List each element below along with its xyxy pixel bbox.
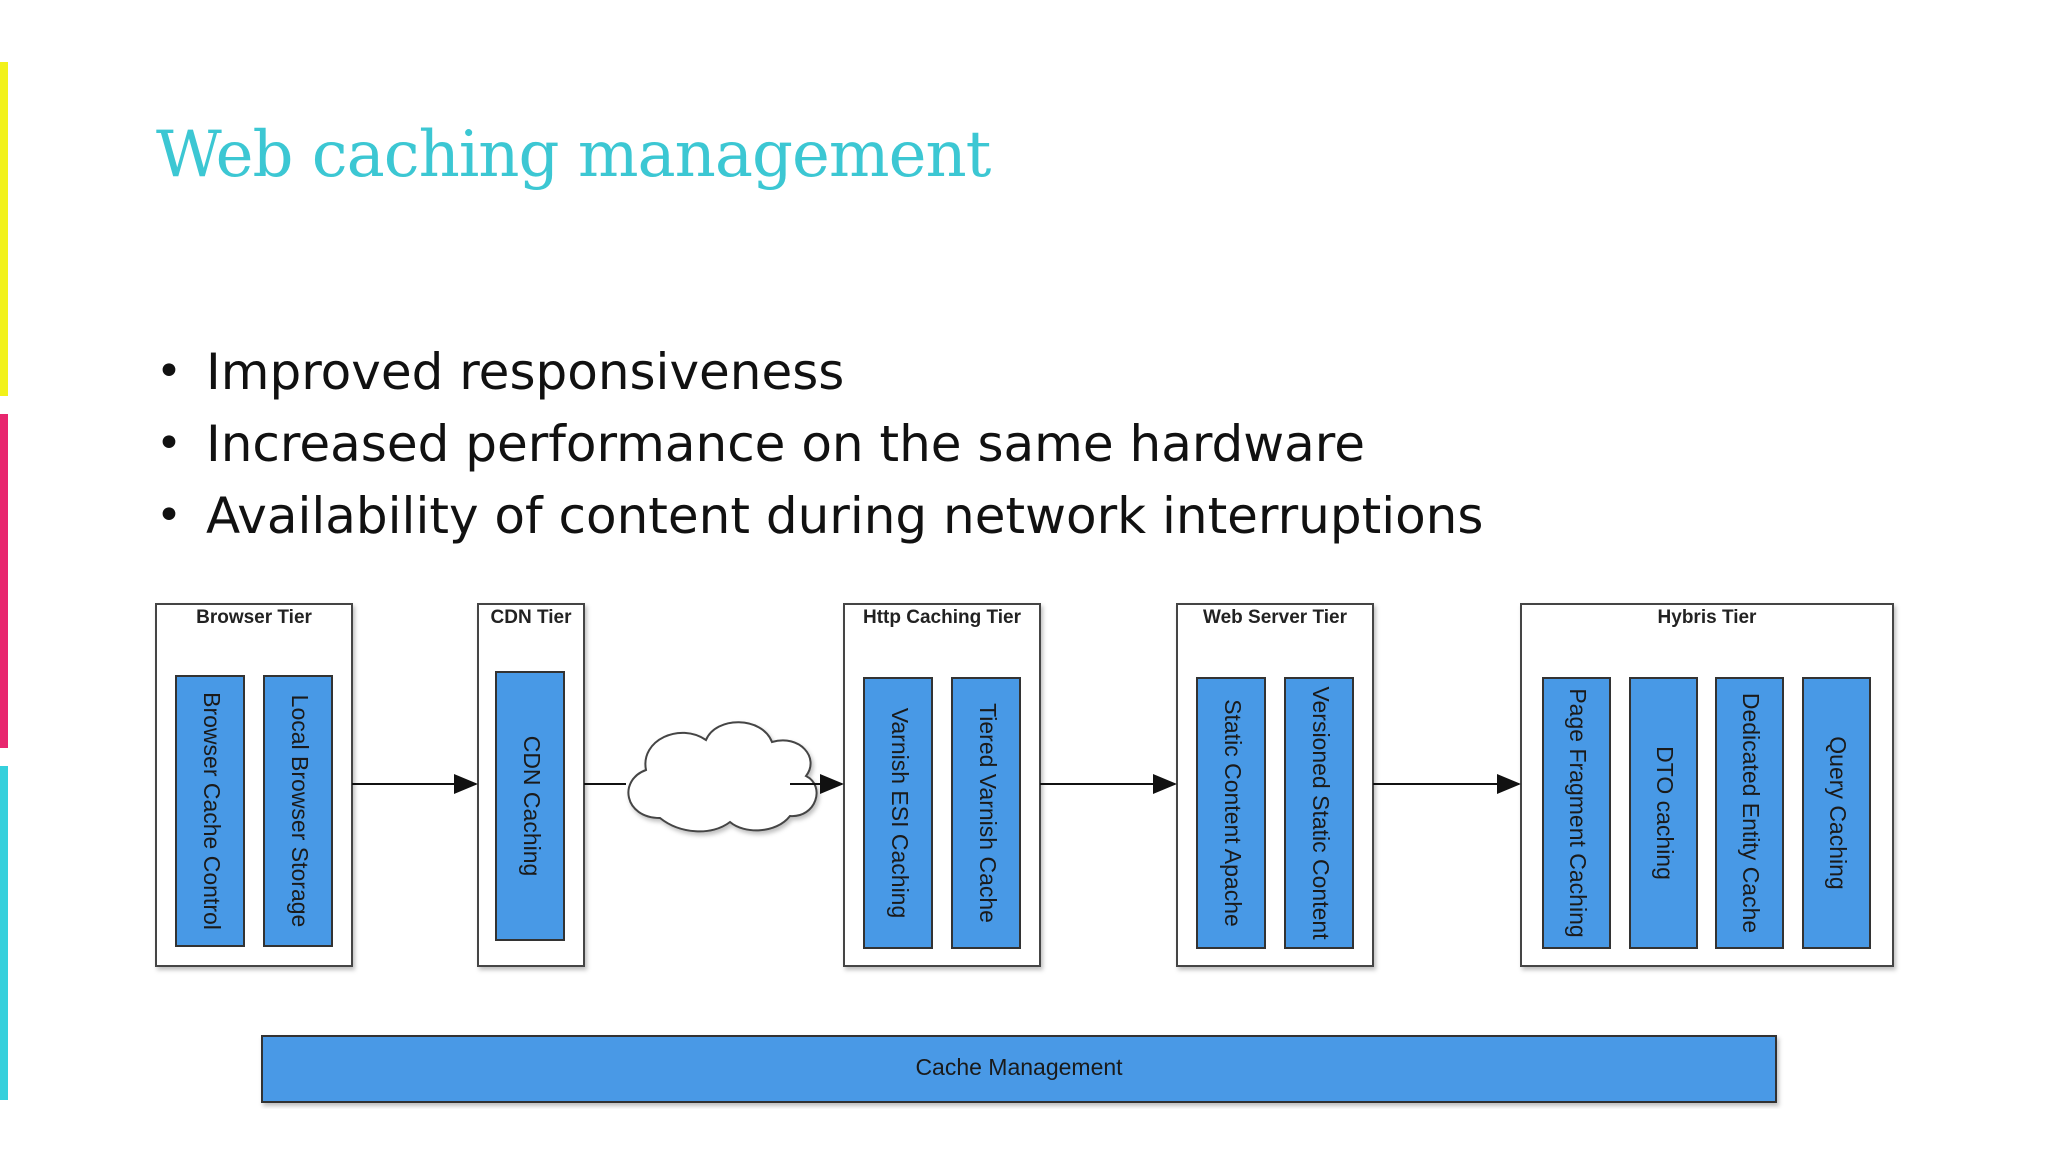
- cache-column-page-fragment-caching: Page Fragment Caching: [1542, 677, 1611, 949]
- cache-column-local-browser-storage: Local Browser Storage: [263, 675, 333, 947]
- cache-label: Browser Cache Control: [199, 692, 225, 930]
- slide-title: Web caching management: [156, 118, 991, 192]
- cache-management-bar: Cache Management: [261, 1035, 1777, 1103]
- cache-column-browser-cache-control: Browser Cache Control: [175, 675, 245, 947]
- cache-label: Local Browser Storage: [287, 695, 313, 928]
- cache-label: DTO caching: [1652, 746, 1678, 880]
- cache-label: Static Content Apache: [1220, 699, 1246, 927]
- cache-column-query-caching: Query Caching: [1802, 677, 1871, 949]
- accent-bar-magenta: [0, 414, 8, 748]
- cache-column-tiered-varnish-cache: Tiered Varnish Cache: [951, 677, 1021, 949]
- cache-column-dto-caching: DTO caching: [1629, 677, 1698, 949]
- cache-column-dedicated-entity-cache: Dedicated Entity Cache: [1715, 677, 1784, 949]
- cache-column-varnish-esi-caching: Varnish ESI Caching: [863, 677, 933, 949]
- bullet-item: Availability of content during network i…: [156, 480, 1483, 552]
- cache-label: Tiered Varnish Cache: [975, 703, 1001, 923]
- cache-label: Dedicated Entity Cache: [1738, 693, 1764, 933]
- tier-label: Hybris Tier: [1658, 607, 1758, 628]
- accent-bar-cyan: [0, 766, 8, 1100]
- cache-label: Versioned Static Content: [1308, 686, 1334, 940]
- cache-label: Page Fragment Caching: [1565, 688, 1591, 937]
- bullet-item: Improved responsiveness: [156, 336, 1483, 408]
- accent-bar-yellow: [0, 62, 8, 396]
- cloud-icon: [627, 721, 818, 833]
- tier-label: Browser Tier: [196, 607, 312, 628]
- cache-column-static-content-apache: Static Content Apache: [1196, 677, 1266, 949]
- cache-management-label: Cache Management: [915, 1054, 1123, 1080]
- tier-label: CDN Tier: [491, 607, 573, 628]
- cache-label: Query Caching: [1825, 736, 1851, 889]
- bullet-item: Increased performance on the same hardwa…: [156, 408, 1483, 480]
- tier-label: Web Server Tier: [1203, 607, 1348, 628]
- bullet-list: Improved responsiveness Increased perfor…: [156, 336, 1483, 552]
- cache-column-cdn-caching: CDN Caching: [495, 671, 565, 941]
- cache-label: Varnish ESI Caching: [887, 708, 913, 919]
- cache-column-versioned-static-content: Versioned Static Content: [1284, 677, 1354, 949]
- tier-label: Http Caching Tier: [863, 607, 1022, 628]
- cache-label: CDN Caching: [519, 736, 545, 877]
